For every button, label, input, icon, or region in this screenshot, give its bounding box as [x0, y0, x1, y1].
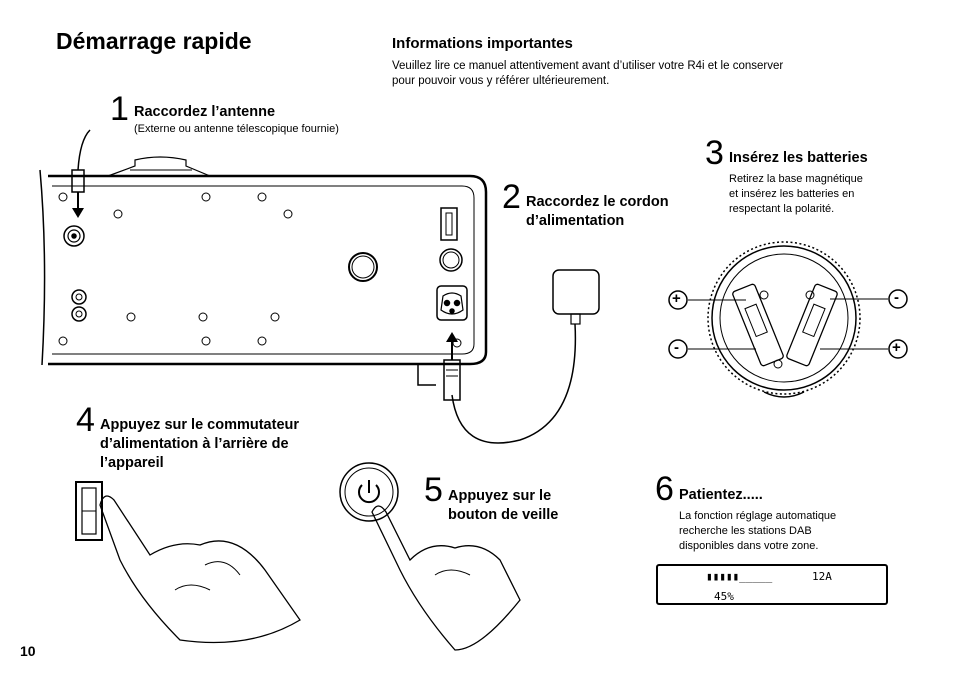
hand-pointer-icon	[75, 481, 301, 644]
antenna-cable	[71, 129, 91, 218]
battery-icon	[732, 283, 784, 367]
step-5-label-line: bouton de veille	[448, 507, 559, 523]
page-title: Démarrage rapide	[56, 28, 252, 54]
info-text-line: Veuillez lire ce manuel attentivement av…	[392, 60, 784, 72]
lcd-display: ▮▮▮▮▮_____ 12A 45%	[656, 564, 888, 605]
step-5-label: Appuyez sur le bouton de veille	[448, 487, 558, 525]
step-1-number: 1	[110, 90, 129, 128]
step-3-label: Insérez les batteries	[729, 150, 868, 166]
minus-sign: -	[894, 289, 899, 306]
step-6-desc-line: disponibles dans votre zone.	[679, 540, 819, 552]
step-4-label: Appuyez sur le commutateur d’alimentatio…	[100, 416, 299, 473]
standby-button	[339, 462, 521, 651]
step-6-desc: La fonction réglage automatique recherch…	[679, 509, 836, 554]
step-4-number: 4	[76, 401, 95, 439]
step-1-label: Raccordez l’antenne	[134, 104, 276, 120]
step-4-label-line: Appuyez sur le commutateur	[100, 417, 300, 433]
step-6-desc-line: recherche les stations DAB	[679, 525, 812, 537]
antenna-connector-icon	[63, 225, 85, 247]
step-4-label-line: d’alimentation à l’arrière de	[100, 436, 289, 452]
step-6-number: 6	[655, 470, 674, 508]
info-text: Veuillez lire ce manuel attentivement av…	[392, 59, 832, 89]
step-3-desc: Retirez la base magnétique et insérez le…	[729, 172, 863, 217]
step-6-desc-line: La fonction réglage automatique	[679, 510, 837, 522]
step-2-label-line: d’alimentation	[526, 213, 625, 229]
step-3-desc-line: et insérez les batteries en	[729, 188, 855, 200]
battery-icon	[786, 283, 838, 367]
plus-sign: +	[892, 339, 901, 356]
minus-sign: -	[674, 339, 679, 356]
step-3-desc-line: respectant la polarité.	[729, 203, 835, 215]
scan-percent: 45%	[714, 590, 734, 603]
step-6-label: Patientez.....	[679, 487, 763, 503]
scan-progress-bar: ▮▮▮▮▮_____	[706, 570, 773, 583]
info-heading: Informations importantes	[392, 35, 573, 52]
step-2-label-line: Raccordez le cordon	[526, 194, 669, 210]
info-text-line: pour pouvoir vous y référer ultérieureme…	[392, 75, 610, 87]
step-3-number: 3	[705, 134, 724, 172]
plug-icon	[436, 285, 468, 321]
switch-icon	[440, 207, 458, 241]
battery-compartment	[668, 241, 908, 398]
step-5-label-line: Appuyez sur le	[448, 488, 552, 504]
plus-sign: +	[672, 290, 681, 307]
step-1-sub: (Externe ou antenne télescopique fournie…	[134, 123, 339, 135]
multiplex-label: 12A	[812, 570, 832, 583]
step-2-number: 2	[502, 178, 521, 216]
radio-back-panel	[39, 156, 488, 386]
power-adapter	[443, 269, 600, 444]
step-4-label-line: l’appareil	[100, 455, 164, 471]
step-3-desc-line: Retirez la base magnétique	[729, 173, 863, 185]
step-5-number: 5	[424, 471, 443, 509]
page-number: 10	[20, 643, 36, 659]
power-icon	[358, 480, 380, 504]
step-2-label: Raccordez le cordon d’alimentation	[526, 193, 669, 231]
